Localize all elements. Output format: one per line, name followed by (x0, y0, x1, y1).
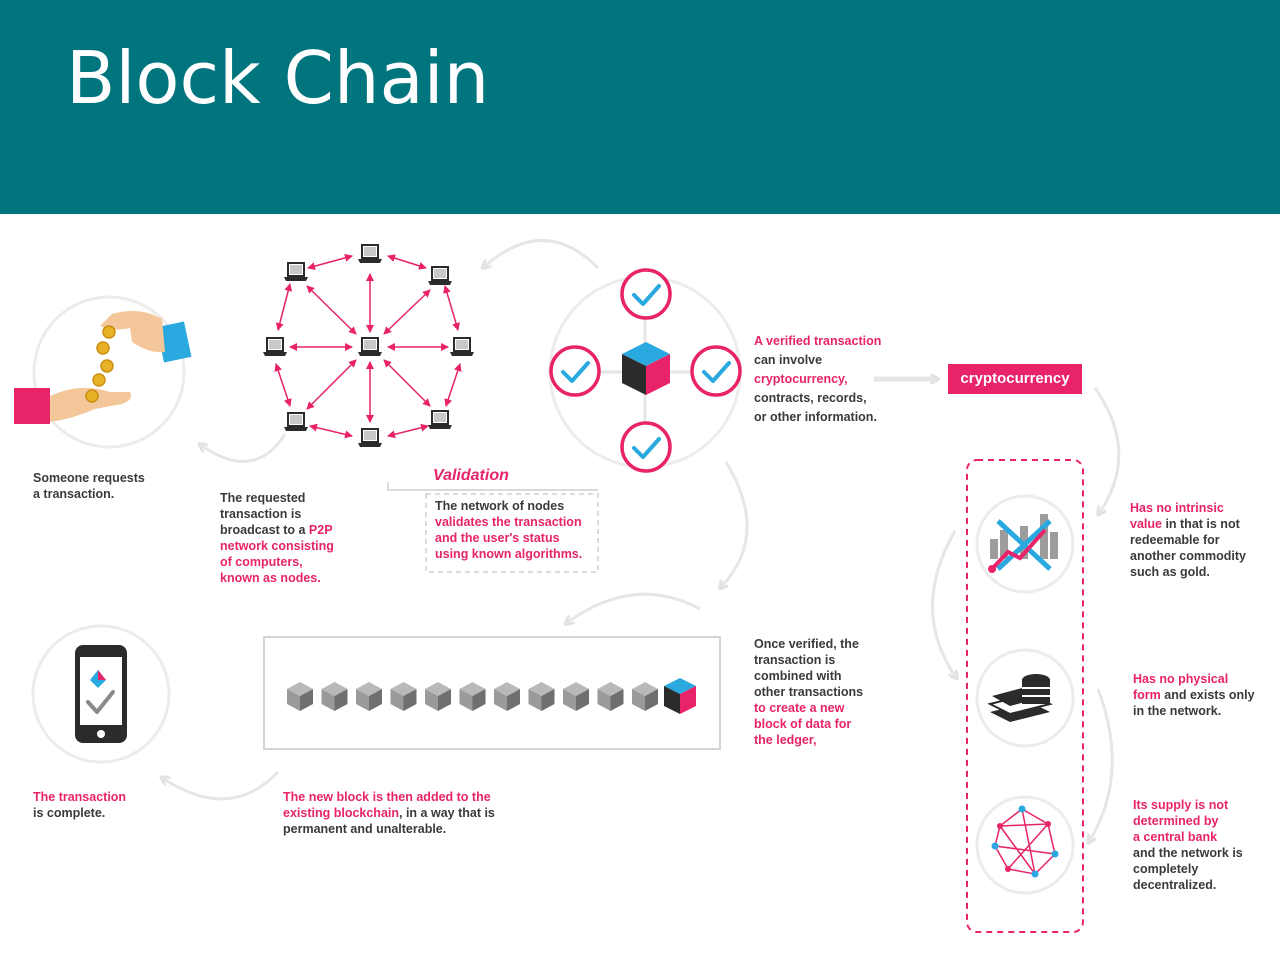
property-supply-text: Its supply is not determined by a centra… (1133, 797, 1243, 893)
text-highlight: a central bank (1133, 830, 1218, 844)
node-laptop-icons (262, 244, 475, 448)
cuff-icon (156, 321, 192, 363)
text-line: The network of nodes (435, 499, 565, 513)
text-highlight: Has no physical (1133, 672, 1229, 686)
text-line: and exists only (1160, 688, 1255, 702)
check-icon-right (690, 345, 742, 397)
text-highlight: the ledger, (754, 733, 817, 747)
arc-request-to-network (202, 433, 287, 463)
diagram-graphics (14, 239, 1121, 933)
text-line: in that is not (1161, 517, 1240, 531)
arc-validation-to-network (485, 239, 600, 268)
text-line: is complete. (33, 806, 106, 820)
coin-icon (85, 325, 116, 403)
property-icon-value (975, 494, 1075, 594)
text-line: decentralized. (1133, 878, 1217, 892)
step-verified-text: A verified transaction can involve crypt… (754, 332, 881, 427)
text-highlight: determined by (1133, 814, 1219, 828)
text-line: , in a way that is (399, 806, 495, 820)
page-title: Block Chain (66, 36, 490, 120)
cryptocurrency-label: cryptocurrency (948, 364, 1082, 394)
step-validation-text: The network of nodes validates the trans… (435, 498, 582, 562)
validation-title: Validation (433, 467, 509, 484)
step-complete-text: The transaction is complete. (33, 789, 126, 821)
text-highlight: P2P (308, 523, 333, 537)
request-illustration (14, 295, 192, 449)
text-line: combined with (754, 669, 842, 683)
arc-validation-down (722, 461, 749, 586)
arc-crypto-to-properties (1093, 387, 1121, 512)
arc-chain-to-complete (164, 770, 280, 801)
text-highlight: validates the transaction (435, 515, 582, 529)
text-line: and the network is (1133, 846, 1243, 860)
blockchain-strip (263, 636, 721, 750)
property-icon-decentralized (975, 795, 1075, 895)
text-line: other transactions (754, 685, 864, 699)
step-broadcast-text: The requested transaction is broadcast t… (220, 490, 334, 586)
text-highlight: of computers, (220, 555, 303, 569)
p2p-network (274, 253, 462, 439)
sleeve-icon (14, 388, 50, 424)
text-line: transaction is (754, 653, 836, 667)
text-highlight: A verified transaction (754, 334, 882, 348)
text-highlight: Has no intrinsic (1130, 501, 1224, 515)
text-line: redeemable for (1130, 533, 1220, 547)
step-added-text: The new block is then added to the exist… (283, 789, 495, 837)
property-form-text: Has no physical form and exists only in … (1133, 671, 1255, 719)
arc-down-to-chain (568, 592, 701, 622)
text-line: can involve (754, 353, 823, 367)
phone-illustration (31, 624, 171, 764)
new-block-icon (664, 678, 696, 714)
text-highlight: , (844, 372, 848, 386)
header-bar: Block Chain (0, 0, 1280, 214)
text-line: Once verified, the (754, 637, 859, 651)
validation-bracket (387, 482, 599, 573)
text-highlight: value (1130, 517, 1162, 531)
step-request-text: Someone requests a transaction. (33, 470, 145, 502)
block-cube-icon (622, 342, 670, 395)
text-highlight: existing blockchain (283, 806, 400, 820)
check-icon-left (549, 345, 601, 397)
flow-arrows (164, 239, 1121, 840)
text-line: completely (1133, 862, 1199, 876)
validation-cluster (548, 268, 742, 473)
text-highlight: form (1133, 688, 1161, 702)
property-icon-physical-form (975, 648, 1075, 748)
text-highlight: and the user's status (435, 531, 560, 545)
text-highlight: cryptocurrency (754, 372, 845, 386)
blockchain-diagram: Someone requests a transaction. The requ… (0, 214, 1280, 960)
text-line: contracts, records, (754, 391, 867, 405)
text-line: Someone requests (33, 471, 145, 485)
text-line: or other information. (754, 410, 877, 424)
text-highlight: known as nodes. (220, 571, 321, 585)
text-line: in the network. (1133, 704, 1222, 718)
text-highlight: using known algorithms. (435, 547, 583, 561)
text-highlight: network consisting (220, 539, 334, 553)
text-line: The requested (220, 491, 306, 505)
arc-props-left (931, 530, 956, 676)
text-line: a transaction. (33, 487, 115, 501)
text-line: another commodity (1130, 549, 1246, 563)
text-highlight: to create a new (754, 701, 845, 715)
text-highlight: The new block is then added to the (283, 790, 491, 804)
giving-hand-icon (100, 310, 165, 353)
text-highlight: The transaction (33, 790, 127, 804)
text-line: transaction is (220, 507, 302, 521)
property-value-text: Has no intrinsic value in that is not re… (1130, 500, 1246, 580)
text-line: broadcast to a (220, 523, 309, 537)
text-highlight: Its supply is not (1133, 798, 1229, 812)
arc-props-right (1090, 688, 1114, 840)
text-highlight: block of data for (754, 717, 852, 731)
check-icon-bottom (620, 421, 672, 473)
check-icon-top (620, 268, 672, 320)
text-line: such as gold. (1130, 565, 1210, 579)
receiving-hand-icon (50, 387, 131, 422)
text-line: permanent and unalterable. (283, 822, 447, 836)
step-newblock-text: Once verified, the transaction is combin… (754, 636, 863, 748)
properties-frame (966, 459, 1084, 933)
